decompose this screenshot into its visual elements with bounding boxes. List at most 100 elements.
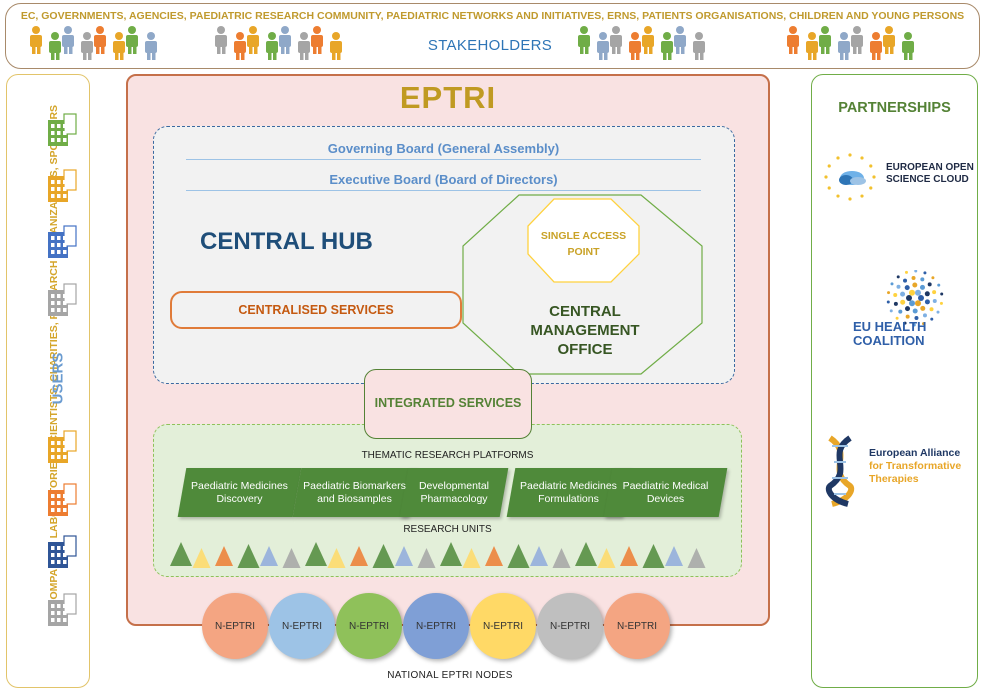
eatt-name: European Alliance for Transformative The…	[869, 447, 961, 486]
euhc-name-line2: COALITION	[853, 333, 925, 348]
platform-biomarkers-label: Paediatric Biomarkers and Biosamples	[303, 479, 406, 505]
platform-formulations-label: Paediatric Medicines Formulations	[520, 479, 617, 505]
building-icon	[48, 283, 77, 316]
person-icon	[215, 26, 227, 54]
research-unit-triangle	[372, 544, 395, 568]
central-management-office-label: CENTRAL MANAGEMENT OFFICE	[490, 302, 680, 359]
national-node: N-EPTRI	[202, 593, 268, 659]
governing-board: Governing Board (General Assembly)	[327, 141, 560, 156]
person-icon	[30, 26, 42, 54]
sap-line2: POINT	[567, 246, 600, 258]
person-icon	[266, 32, 278, 60]
eptri-title: EPTRI	[399, 80, 497, 115]
national-node: N-EPTRI	[336, 593, 402, 659]
central-management-office-shape	[462, 194, 703, 375]
research-unit-triangle	[282, 548, 301, 568]
eu-health-coalition-name: EU HEALTH COALITION	[853, 320, 926, 348]
person-icon	[311, 26, 323, 54]
national-node: N-EPTRI	[269, 593, 335, 659]
research-unit-triangle	[440, 542, 462, 566]
centralised-services-box: CENTRALISED SERVICES	[170, 291, 462, 329]
stakeholders-description: EC, GOVERNMENTS, AGENCIES, PAEDIATRIC RE…	[20, 10, 965, 22]
person-icon	[145, 32, 157, 60]
sap-line1: SINGLE ACCESS	[540, 230, 627, 242]
person-icon	[126, 26, 138, 54]
person-icon	[838, 32, 850, 60]
eu-health-coalition-logo-icon	[886, 270, 944, 327]
national-node: N-EPTRI	[403, 593, 469, 659]
person-icon	[330, 32, 342, 60]
thematic-platforms-label: THEMATIC RESEARCH PLATFORMS	[361, 450, 534, 461]
person-icon	[902, 32, 914, 60]
eatt-name-line2: for Transformative	[869, 460, 962, 472]
platform-pharmacology-label: Developmental Pharmacology	[418, 479, 490, 505]
research-unit-triangle	[507, 544, 530, 568]
eosc-logo-icon	[824, 153, 876, 201]
eosc-name: EUROPEAN OPEN SCIENCE CLOUD	[886, 162, 974, 186]
stakeholders-label: STAKEHOLDERS	[427, 37, 553, 54]
research-unit-triangle	[687, 548, 706, 568]
cmo-line2: MANAGEMENT	[530, 322, 640, 339]
research-unit-triangle	[575, 542, 597, 566]
research-unit-triangle	[530, 546, 548, 566]
eatt-name-line3: Therapies	[869, 473, 919, 485]
eatt-name-line1: European Alliance	[869, 447, 961, 459]
research-units-label: RESEARCH UNITS	[403, 524, 492, 535]
person-icon	[629, 32, 641, 60]
national-node: N-EPTRI	[604, 593, 670, 659]
executive-board-divider	[186, 190, 701, 191]
building-icon	[48, 169, 77, 202]
research-unit-triangle	[462, 548, 481, 568]
person-icon	[870, 32, 882, 60]
cmo-line3: OFFICE	[557, 341, 613, 358]
eosc-name-line2: SCIENCE CLOUD	[886, 174, 969, 185]
person-icon	[693, 32, 705, 60]
research-unit-triangle	[395, 546, 413, 566]
research-unit-triangle	[260, 546, 278, 566]
building-icon	[48, 483, 77, 516]
integrated-services-label: INTEGRATED SERVICES	[374, 396, 522, 410]
person-icon	[49, 32, 61, 60]
person-icon	[787, 26, 799, 54]
platform-devices-label: Paediatric Medical Devices	[622, 479, 709, 505]
person-icon	[113, 32, 125, 60]
person-icon	[819, 26, 831, 54]
user-building-icons	[48, 113, 77, 626]
cmo-line1: CENTRAL	[549, 303, 621, 320]
building-icon	[48, 113, 77, 146]
research-unit-triangle	[305, 542, 327, 566]
person-icon	[806, 32, 818, 60]
executive-board: Executive Board (Board of Directors)	[329, 172, 558, 187]
partnerships-label: PARTNERSHIPS	[838, 100, 951, 116]
research-unit-triangle	[350, 546, 368, 566]
person-icon	[642, 26, 654, 54]
research-unit-triangle	[642, 544, 665, 568]
person-icon	[234, 32, 246, 60]
research-unit-triangle	[552, 548, 571, 568]
euhc-name-line1: EU HEALTH	[853, 319, 927, 334]
research-unit-triangle	[327, 548, 346, 568]
research-unit-triangle	[485, 546, 503, 566]
building-icon	[48, 535, 77, 568]
person-icon	[298, 32, 310, 60]
person-icon	[94, 26, 106, 54]
person-icon	[62, 26, 74, 54]
research-unit-triangle	[417, 548, 436, 568]
single-access-point-label: SINGLE ACCESS POINT	[530, 228, 637, 260]
research-unit-triangle	[237, 544, 260, 568]
person-icon	[661, 32, 673, 60]
person-icon	[851, 26, 863, 54]
eosc-name-line1: EUROPEAN OPEN	[886, 162, 974, 173]
person-icon	[81, 32, 93, 60]
person-icon	[674, 26, 686, 54]
research-unit-triangle	[170, 542, 192, 566]
research-unit-triangle	[620, 546, 638, 566]
person-icon	[597, 32, 609, 60]
person-icon	[279, 26, 291, 54]
research-unit-triangle	[192, 548, 211, 568]
central-hub-title: CENTRAL HUB	[200, 228, 373, 255]
person-icon	[578, 26, 590, 54]
building-icon	[48, 430, 77, 463]
person-icon	[610, 26, 622, 54]
research-unit-triangle	[665, 546, 683, 566]
